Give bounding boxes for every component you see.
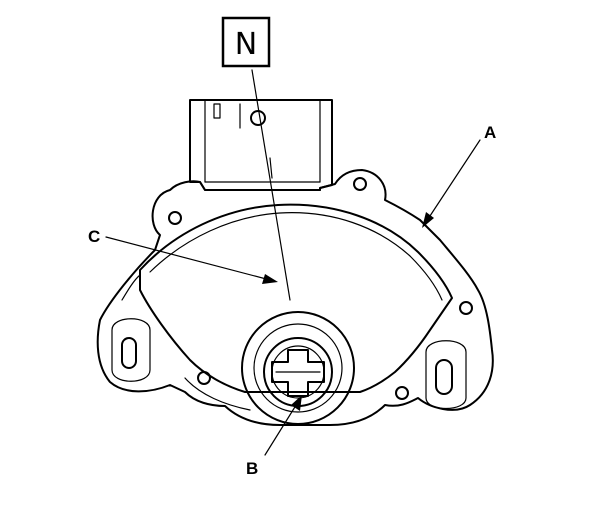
left-mounting-lug [111, 318, 151, 382]
bolt-hole-left-top [168, 211, 182, 225]
label-c: C [88, 227, 100, 246]
label-a: A [484, 123, 496, 142]
plate-side-edge [121, 274, 141, 301]
leader-arrow-c [105, 236, 278, 284]
bolt-hole-right-top [353, 177, 367, 191]
bolt-hole-left-bottom [197, 371, 211, 385]
label-b: B [246, 459, 258, 478]
leader-arrow-b [264, 395, 302, 456]
right-mounting-lug [425, 340, 467, 409]
neutral-indicator-box: N [221, 16, 271, 68]
inner-plate-outline [139, 203, 453, 393]
bolt-hole-right-mid [459, 301, 473, 315]
leader-arrow-a [422, 139, 481, 228]
neutral-indicator-text: N [235, 27, 257, 62]
inner-plate-rim [149, 212, 443, 301]
neutral-alignment-line [251, 69, 291, 301]
connector [189, 99, 333, 191]
switch-housing-outline [96, 169, 494, 426]
plate-bottom-edge [184, 377, 251, 411]
bolt-hole-right-bottom [395, 386, 409, 400]
